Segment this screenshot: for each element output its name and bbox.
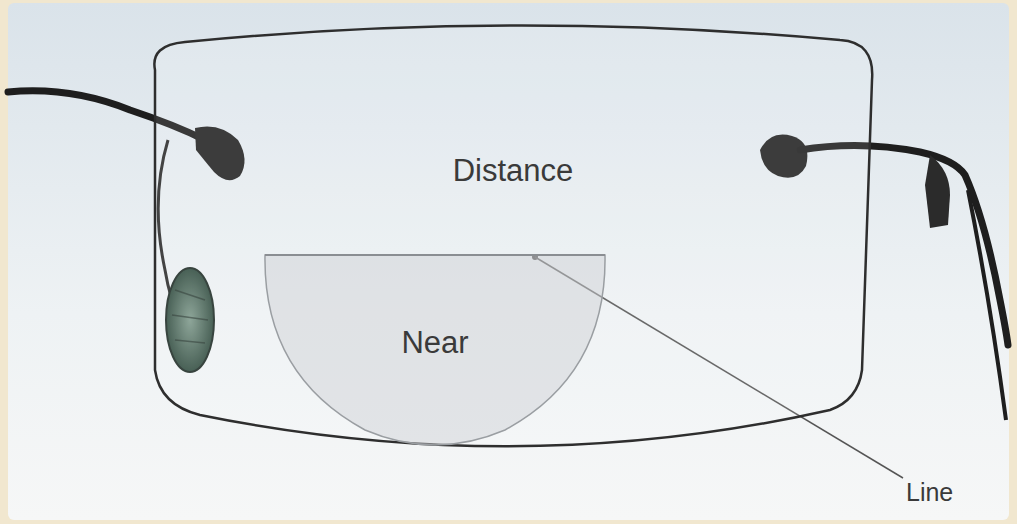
zone-label: Distance	[148, 153, 878, 189]
zone-label: Near	[265, 325, 605, 361]
temple-tip	[968, 190, 1006, 420]
segment-line	[265, 254, 605, 256]
lens: DistanceNear	[148, 15, 878, 480]
backdrop	[8, 3, 1009, 520]
near-segment: Near	[265, 255, 605, 445]
lens-edge	[154, 25, 872, 446]
temple-clip	[925, 155, 950, 228]
segment-edge	[265, 255, 605, 445]
callout-label: Line	[906, 478, 953, 507]
